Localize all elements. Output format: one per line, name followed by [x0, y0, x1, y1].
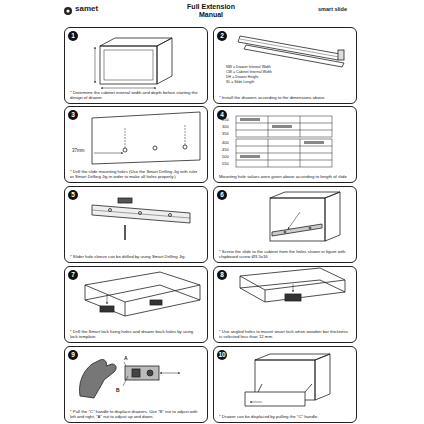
step-panel: 1 * Determine the cabinet internal width … — [64, 27, 208, 104]
step-panel: 3 * Drill the slide mounting holes (Use t… — [64, 106, 208, 183]
step-panel: 6 * Screw the slide to the cabinet from t… — [213, 186, 357, 263]
callout-number: 9 — [68, 350, 78, 360]
step-caption: * Slider hole sleeve can be drilled by u… — [70, 255, 202, 260]
callout-number: 10 — [217, 350, 227, 360]
figure-label: 500 — [222, 154, 229, 159]
figure-label: 450 — [222, 147, 229, 152]
callout-number: 6 — [217, 190, 227, 200]
step-panel: 8 * Use angled holes to mount smart lock … — [213, 266, 357, 343]
figure-label: 250 — [222, 117, 229, 122]
step-panel: 10 * Drawer can be displaced by pulling t… — [213, 346, 357, 423]
step-caption: Mounting hole values were given above ac… — [219, 175, 351, 180]
figure-label: B — [116, 387, 120, 393]
callout-number: 8 — [217, 270, 227, 280]
logo-mark — [64, 7, 72, 15]
figure-label: DH = Drawer Height — [226, 75, 258, 79]
step-panel: 9 * Pull the "C" handle to displace drawe… — [64, 346, 208, 423]
cabinet-figure — [95, 38, 172, 88]
callout-number: 5 — [68, 190, 78, 200]
drawer-back-figure — [240, 268, 345, 302]
hand-adjust-figure — [80, 359, 181, 398]
cabinet-slide-figure — [270, 192, 340, 241]
step-caption: * Determine the cabinet internal width a… — [70, 91, 202, 101]
figure-label: 350 — [222, 131, 229, 136]
callout-number: 2 — [217, 31, 227, 41]
hole-table — [236, 116, 332, 167]
figure-label: 550 — [222, 161, 229, 166]
callout-number: 3 — [68, 110, 78, 120]
figure-label: 300 — [222, 124, 229, 129]
figure-label: SL = Slide Length — [226, 80, 254, 84]
step-caption: * Drawer can be displaced by pulling the… — [219, 415, 351, 420]
figure-label: CW = Cabinet Internal Width — [226, 70, 272, 74]
drawer-lock-figure — [85, 272, 200, 316]
callout-number: 1 — [68, 31, 78, 41]
brand-logo: smart slide — [318, 6, 347, 12]
step-caption: * Drill the Smart lock fixing holes and … — [70, 330, 202, 340]
step-panel: 4Mounting hole values were given above a… — [213, 106, 357, 183]
side-panel-figure — [92, 112, 200, 164]
cabinet-drawer-figure — [245, 354, 330, 406]
brand-logo: samet — [75, 4, 98, 13]
figure-label: A — [124, 355, 128, 361]
callout-number: 7 — [68, 270, 78, 280]
step-caption: * Screw the slide to the cabinet from th… — [219, 250, 351, 260]
figure-label: 400 — [222, 140, 229, 145]
step-panel: 5 * Slider hole sleeve can be drilled by … — [64, 186, 208, 263]
figure-label: 37mm — [72, 148, 85, 153]
step-caption: * Pull the "C" handle to displace drawer… — [70, 410, 202, 420]
step-panel: 7 * Drill the Smart lock fixing holes and… — [64, 266, 208, 343]
page-title: Full Extension Manual — [182, 3, 240, 19]
figure-label: NW = Drawer Internal Width — [226, 65, 271, 69]
slide-sleeve-figure — [92, 198, 190, 240]
step-caption: * Use angled holes to mount smart lock w… — [219, 330, 351, 340]
slide-figure — [238, 36, 344, 67]
step-caption: * Install the drawers according to the d… — [219, 96, 351, 101]
step-caption: * Drill the slide mounting holes (Use th… — [70, 170, 202, 180]
